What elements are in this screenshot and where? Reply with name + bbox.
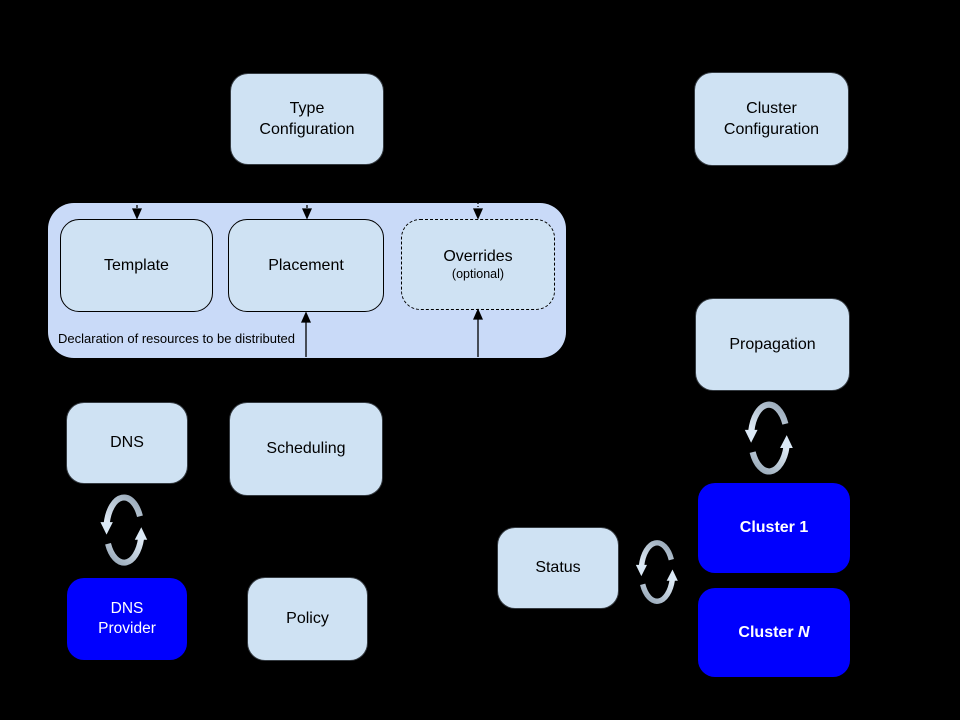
cluster-configuration-label: Cluster Configuration: [723, 99, 820, 138]
node-scheduling: Scheduling: [230, 403, 382, 495]
overrides-label: Overrides: [443, 248, 513, 266]
node-placement: Placement: [228, 219, 384, 312]
node-cluster-configuration: Cluster Configuration: [695, 73, 848, 165]
sync-icon-status: [631, 537, 683, 607]
cluster-1-label: Cluster 1: [739, 519, 809, 537]
propagation-label: Propagation: [729, 335, 816, 353]
dns-label: DNS: [110, 434, 144, 452]
overrides-sublabel: (optional): [451, 267, 505, 282]
template-label: Template: [104, 256, 169, 274]
node-template: Template: [60, 219, 213, 312]
type-configuration-label: Type Configuration: [259, 99, 355, 138]
status-label: Status: [535, 559, 581, 577]
sync-icon-propagation: [740, 398, 798, 478]
sync-icon-dns: [94, 491, 154, 569]
node-dns-provider: DNS Provider: [67, 578, 187, 660]
node-cluster-1: Cluster 1: [698, 483, 850, 573]
dns-provider-label: DNS Provider: [98, 599, 156, 637]
node-policy: Policy: [248, 578, 367, 660]
scheduling-label: Scheduling: [266, 440, 346, 458]
node-status: Status: [498, 528, 618, 608]
node-dns: DNS: [67, 403, 187, 483]
declaration-caption: Declaration of resources to be distribut…: [58, 331, 296, 346]
cluster-n-italic-suffix: N: [798, 623, 810, 641]
node-type-configuration: Type Configuration: [231, 74, 383, 164]
node-overrides: Overrides (optional): [401, 219, 555, 310]
policy-label: Policy: [286, 610, 329, 628]
placement-label: Placement: [268, 256, 344, 274]
node-propagation: Propagation: [696, 299, 849, 390]
